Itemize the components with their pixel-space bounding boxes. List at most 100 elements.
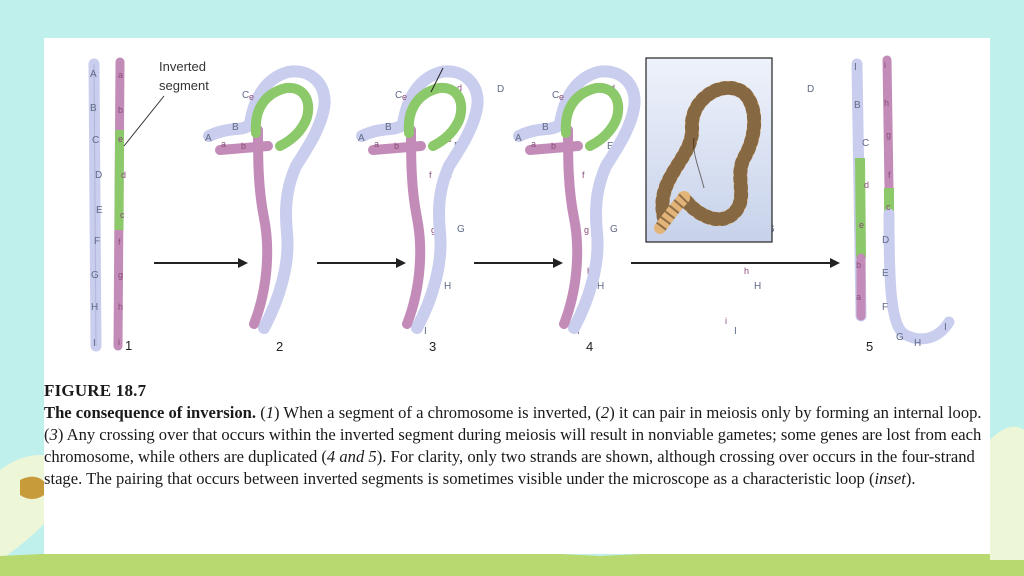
- inset-micrograph: [645, 57, 773, 243]
- svg-text:E: E: [96, 205, 103, 216]
- svg-text:I: I: [854, 62, 857, 73]
- gene-label-lower: e: [559, 92, 564, 102]
- svg-text:e: e: [859, 220, 864, 230]
- svg-text:I: I: [93, 338, 96, 349]
- arrow-4-5: [631, 258, 840, 268]
- panel-3: ABCDEFGHIabedcfghi3: [356, 65, 657, 354]
- panel5-right-gene-labels: i h g f c D E F G H I: [882, 60, 947, 349]
- lower-chromosome-arm: [215, 141, 273, 155]
- svg-text:b: b: [856, 260, 861, 270]
- inversion-diagram: A B C D E F G H I a b e d c f g h i I: [88, 55, 955, 354]
- gene-label-lower: b: [241, 141, 246, 151]
- gene-label-upper: H: [597, 281, 604, 292]
- process-arrows: [154, 258, 840, 268]
- svg-text:H: H: [91, 302, 98, 313]
- gene-label-upper: B: [232, 122, 239, 133]
- gene-label-upper: H: [754, 281, 761, 292]
- svg-text:i: i: [118, 337, 120, 347]
- figure-card: A B C D E F G H I a b e d c f g h i I: [44, 38, 990, 554]
- gene-label-upper: G: [457, 224, 465, 235]
- arrow-1-2: [154, 258, 248, 268]
- panel-number-4: 4: [586, 339, 593, 354]
- panel1-lower-gene-labels: a b e d c f g h i: [118, 70, 126, 347]
- gene-label-lower: i: [725, 316, 727, 326]
- svg-text:f: f: [118, 237, 121, 247]
- panel1-inverted-segment: [114, 129, 125, 231]
- inverted-segment-loop: [250, 82, 314, 151]
- svg-text:g: g: [118, 270, 123, 280]
- gene-label-lower: d: [457, 83, 462, 93]
- gene-label-upper: D: [497, 84, 504, 95]
- svg-text:B: B: [90, 103, 97, 114]
- svg-text:H: H: [914, 338, 921, 349]
- panel5-left-gene-labels: I B C d e b a: [854, 62, 869, 302]
- svg-text:a: a: [856, 292, 861, 302]
- svg-text:A: A: [90, 69, 97, 80]
- panel-number-2: 2: [276, 339, 283, 354]
- gene-label-lower: f: [429, 170, 432, 180]
- svg-text:D: D: [882, 235, 889, 246]
- svg-text:c: c: [120, 210, 125, 220]
- gene-label-lower: e: [249, 92, 254, 102]
- inverted-segment-label: Inverted: [159, 59, 206, 74]
- svg-text:G: G: [91, 270, 99, 281]
- svg-text:I: I: [944, 322, 947, 333]
- svg-text:g: g: [886, 130, 891, 140]
- panel1-upper-gene-labels: A B C D E F G H I: [90, 69, 103, 349]
- svg-text:E: E: [882, 268, 889, 279]
- svg-text:e: e: [118, 134, 123, 144]
- lower-chromosome-arm: [368, 141, 426, 155]
- svg-text:C: C: [862, 138, 869, 149]
- gene-label-upper: A: [358, 133, 365, 144]
- inverted-segment-loop: [403, 82, 467, 151]
- svg-text:a: a: [118, 70, 123, 80]
- lower-chromosome-stem: [249, 125, 273, 329]
- svg-text:b: b: [118, 105, 123, 115]
- gene-label-upper: A: [515, 133, 522, 144]
- gene-label-upper: C: [552, 90, 559, 101]
- svg-text:B: B: [854, 100, 861, 111]
- upper-chromosome-loop: [513, 65, 641, 334]
- svg-text:F: F: [882, 302, 888, 313]
- crossover-mark: [430, 67, 444, 93]
- svg-text:D: D: [95, 170, 102, 181]
- panel-5: I B C d e b a i h g f c D E F G H I 5: [851, 55, 955, 354]
- leaf-decoration: [20, 476, 50, 499]
- gene-label-upper: E: [607, 141, 614, 152]
- gene-label-lower: b: [551, 141, 556, 151]
- svg-text:C: C: [92, 135, 99, 146]
- gene-label-lower: b: [394, 141, 399, 151]
- svg-text:d: d: [864, 180, 869, 190]
- panel-number-3: 3: [429, 339, 436, 354]
- upper-chromosome-loop: [203, 65, 331, 334]
- svg-text:h: h: [118, 302, 123, 312]
- gene-label-lower: g: [584, 225, 589, 235]
- inverted-segment-label-2: segment: [159, 78, 209, 93]
- lower-chromosome-arm: [525, 141, 583, 155]
- svg-text:G: G: [896, 332, 904, 343]
- panel-number-1: 1: [125, 338, 132, 353]
- inverted-segment-loop: [560, 82, 624, 151]
- gene-label-upper: D: [807, 84, 814, 95]
- svg-text:i: i: [884, 60, 886, 70]
- gene-label-upper: G: [610, 224, 618, 235]
- svg-text:f: f: [888, 170, 891, 180]
- lower-chromosome-stem: [402, 125, 426, 329]
- gene-label-upper: H: [444, 281, 451, 292]
- gene-label-lower: h: [744, 266, 749, 276]
- panel-1: A B C D E F G H I a b e d c f g h i I: [88, 57, 209, 353]
- svg-text:F: F: [94, 236, 100, 247]
- svg-text:c: c: [886, 202, 891, 212]
- upper-chromosome-loop: [356, 65, 484, 334]
- lower-chromosome-stem: [559, 125, 583, 329]
- panel5-right-chromosome: [882, 55, 894, 193]
- svg-text:h: h: [884, 98, 889, 108]
- gene-label-upper: I: [734, 326, 737, 337]
- gene-label-upper: A: [205, 133, 212, 144]
- arrow-3-4: [474, 258, 563, 268]
- figure-label: FIGURE 18.7: [44, 381, 147, 400]
- figure-caption: FIGURE 18.7 The consequence of inversion…: [44, 380, 990, 490]
- gene-label-lower: a: [221, 139, 226, 149]
- gene-label-upper: B: [385, 122, 392, 133]
- caption-lead: The consequence of inversion.: [44, 403, 257, 422]
